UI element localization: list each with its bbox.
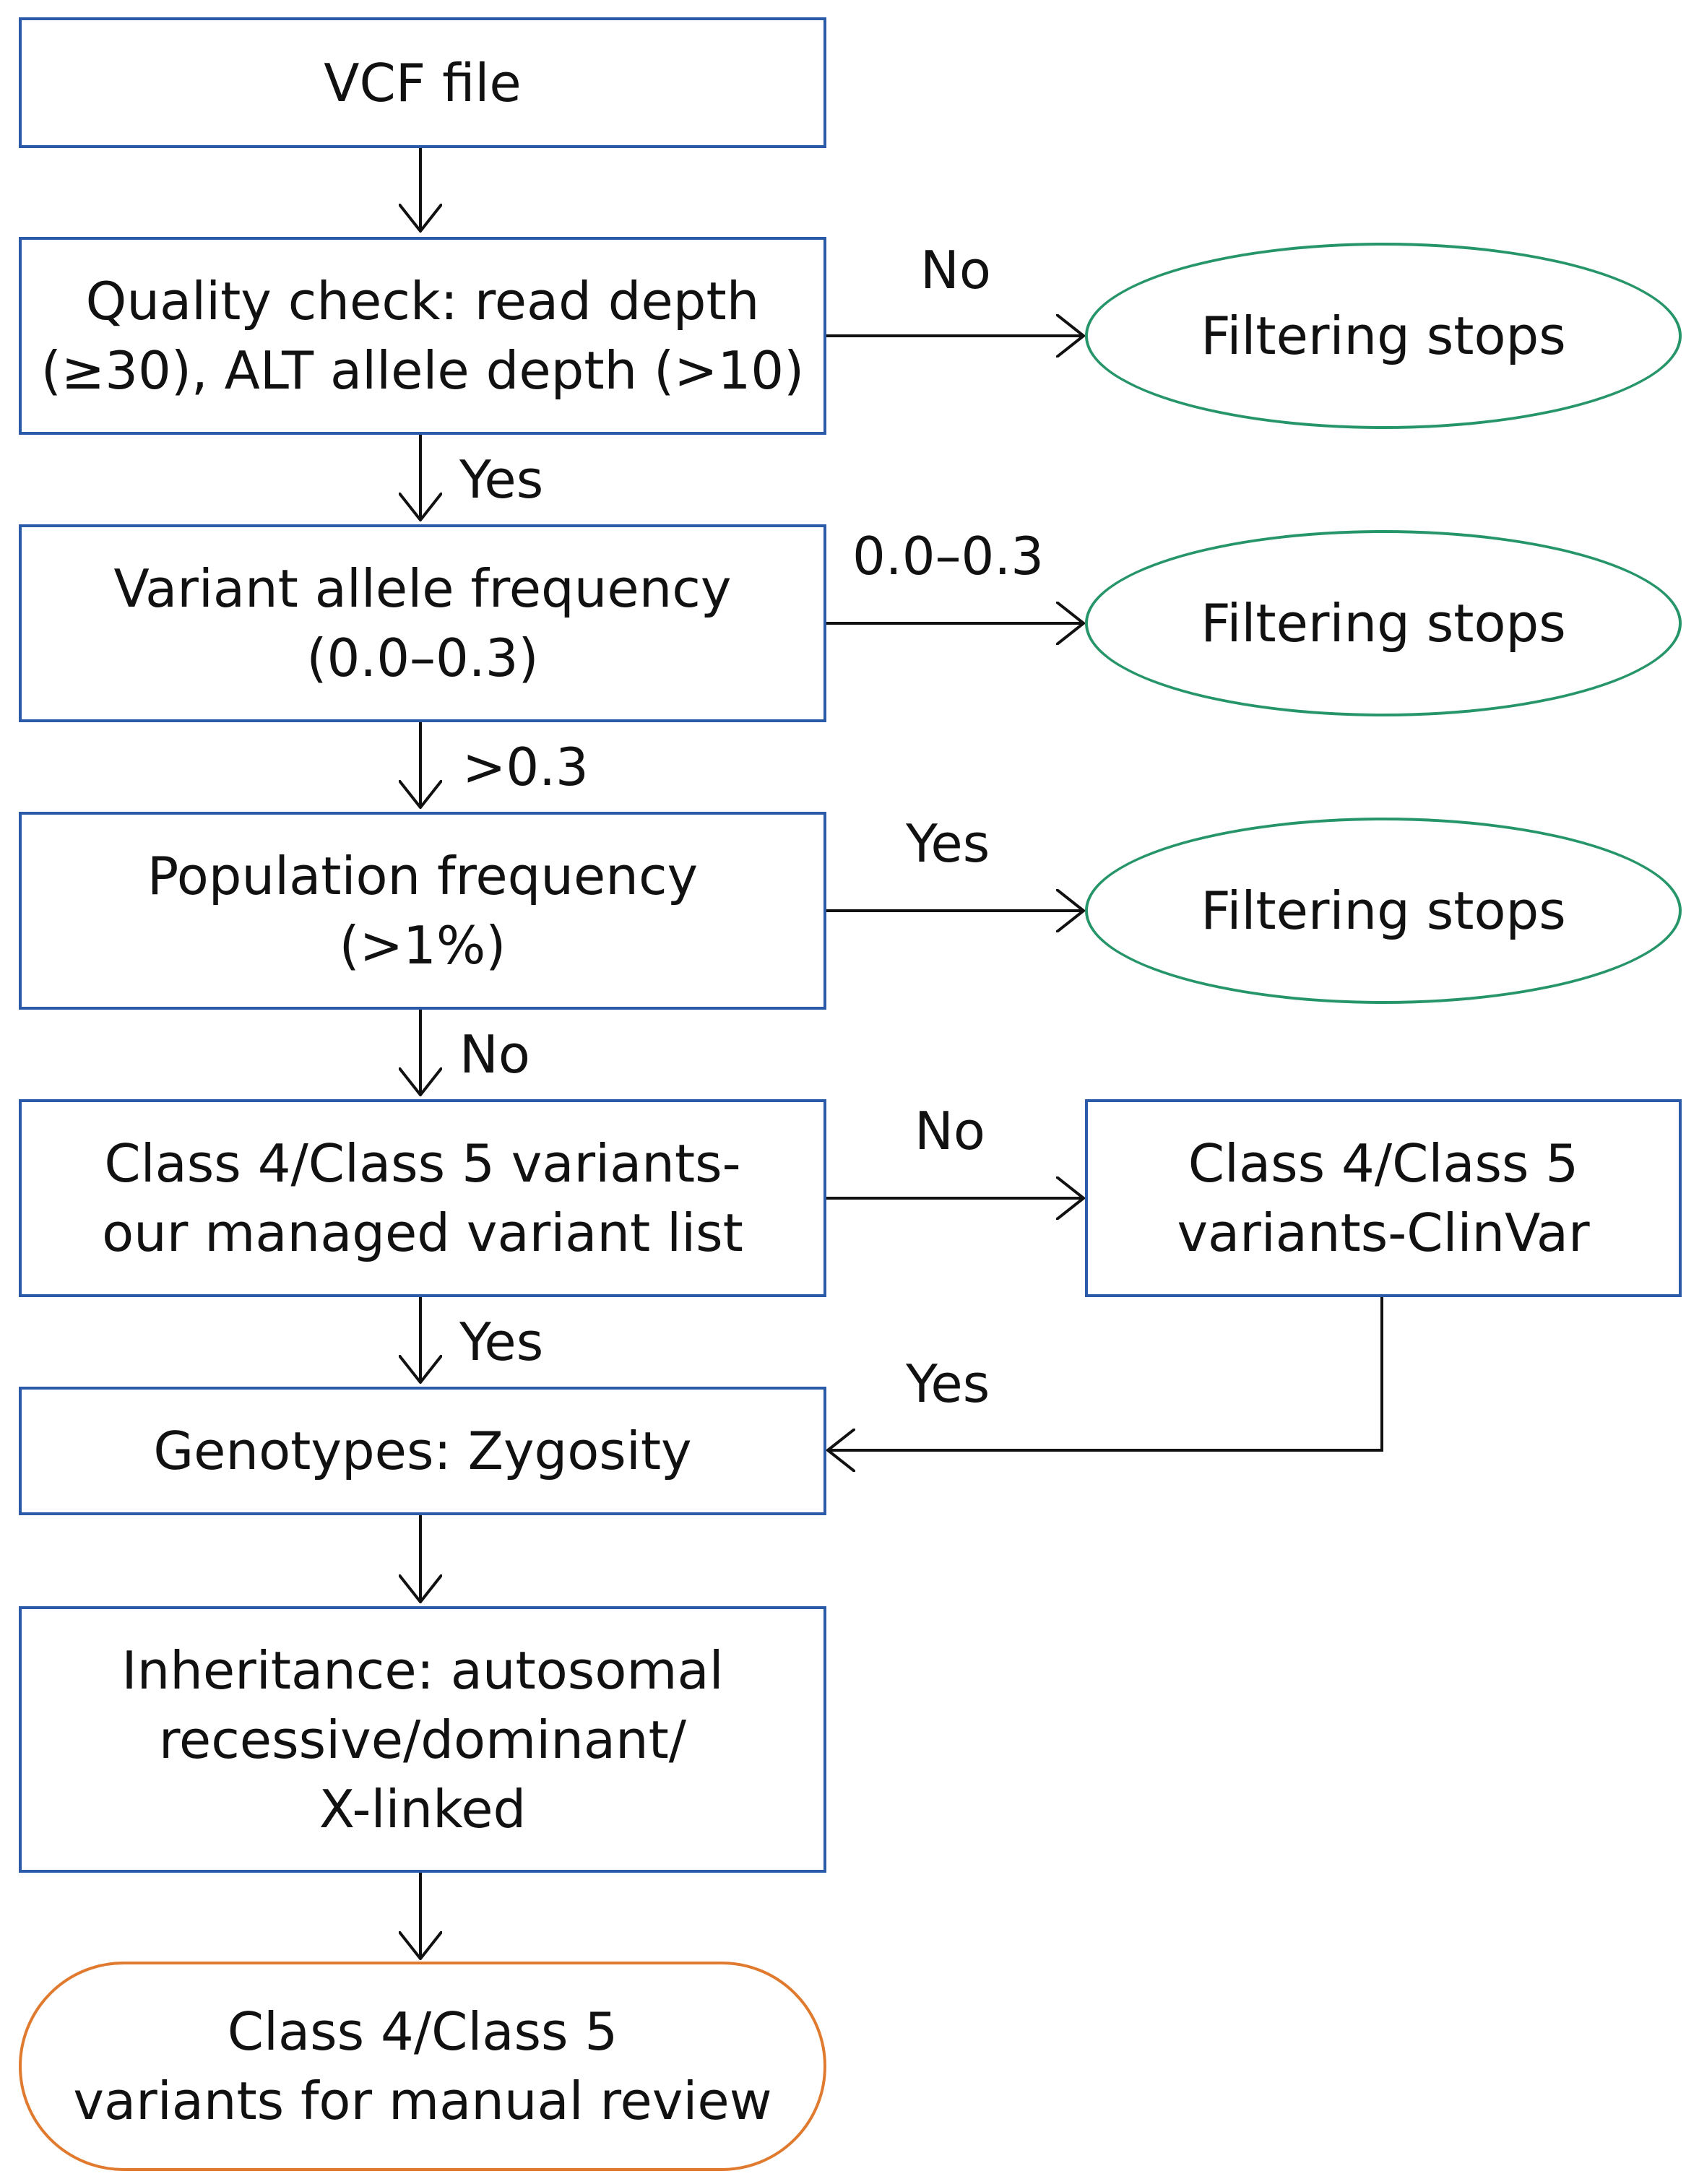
clinvar-label-line1: Class 4/Class 5 [1188,1133,1579,1194]
manual-review-node: Class 4/Class 5 variants for manual revi… [19,1962,826,2171]
population-frequency-node: Population frequency (>1%) [19,812,826,1010]
stop2-label: Filtering stops [1201,593,1566,654]
arrow-clinvar-to-genotypes [828,1297,1383,1450]
inheritance-label-line3: X-linked [319,1778,527,1840]
vcf-file-label: VCF file [324,52,522,113]
edge-label-vaf-high: >0.3 [462,737,589,797]
managed-label-line2: our managed variant list [102,1202,743,1263]
clinvar-node: Class 4/Class 5 variants-ClinVar [1085,1099,1682,1297]
managed-label-line1: Class 4/Class 5 variants- [104,1133,741,1194]
quality-check-label-line2: (≥30), ALT allele depth (>10) [40,340,805,401]
popfreq-label-line1: Population frequency [147,846,699,906]
edge-label-pop-yes: Yes [906,813,990,874]
clinvar-label-line2: variants-ClinVar [1177,1202,1590,1263]
quality-check-node: Quality check: read depth (≥30), ALT all… [19,237,826,435]
edge-label-managed-no: No [915,1101,985,1161]
review-label-line1: Class 4/Class 5 [227,2001,618,2062]
filtering-stops-node-1: Filtering stops [1085,243,1682,429]
vcf-file-node: VCF file [19,17,826,148]
popfreq-label-line2: (>1%) [339,915,506,976]
inheritance-label-line2: recessive/dominant/ [158,1709,687,1770]
edge-label-pop-no: No [459,1024,530,1085]
edge-label-quality-no: No [920,240,991,300]
stop1-label: Filtering stops [1201,306,1566,366]
genotypes-label: Genotypes: Zygosity [153,1421,692,1481]
managed-variant-list-node: Class 4/Class 5 variants- our managed va… [19,1099,826,1297]
variant-allele-frequency-node: Variant allele frequency (0.0–0.3) [19,524,826,722]
edge-label-clinvar-yes: Yes [906,1353,990,1414]
vaf-label-line1: Variant allele frequency [113,558,732,619]
inheritance-node: Inheritance: autosomal recessive/dominan… [19,1606,826,1873]
stop3-label: Filtering stops [1201,880,1566,941]
edge-label-quality-yes: Yes [459,449,544,510]
review-label-line2: variants for manual review [73,2071,772,2131]
vaf-label-line2: (0.0–0.3) [306,628,539,688]
genotypes-node: Genotypes: Zygosity [19,1387,826,1515]
inheritance-label-line1: Inheritance: autosomal [121,1639,724,1701]
edge-label-vaf-low: 0.0–0.3 [852,526,1045,586]
quality-check-label-line1: Quality check: read depth [85,271,760,332]
edge-label-managed-yes: Yes [459,1312,544,1372]
filtering-stops-node-3: Filtering stops [1085,818,1682,1004]
filtering-stops-node-2: Filtering stops [1085,530,1682,716]
